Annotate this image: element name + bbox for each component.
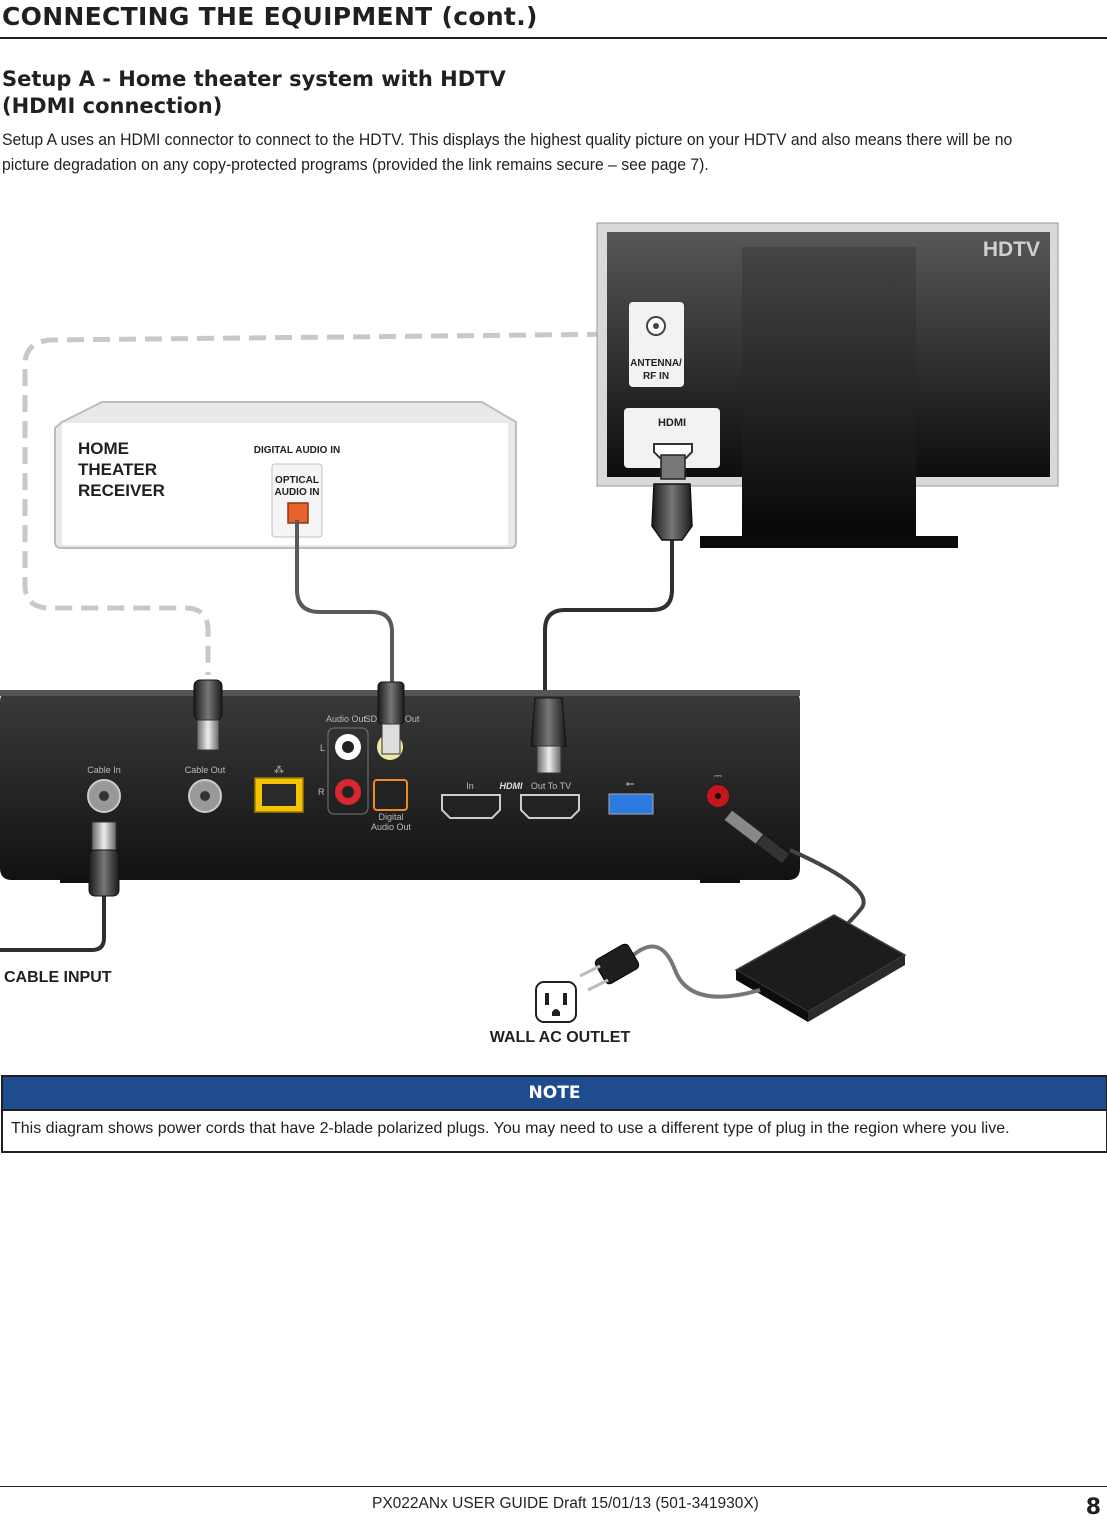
- usb-port: [608, 793, 654, 815]
- note-box: NOTE This diagram shows power cords that…: [1, 1075, 1107, 1153]
- page-number: 8: [1085, 1495, 1101, 1520]
- hdtv: HDTV ANTENNA/ RF IN HDMI: [596, 222, 1059, 548]
- ethernet-port-inner: [262, 784, 296, 806]
- wall-outlet-label: WALL AC OUTLET: [490, 1029, 631, 1046]
- wall-outlet: [535, 981, 577, 1023]
- digital-audio-out-port: [373, 779, 408, 811]
- receiver-label-1: HOME: [78, 439, 129, 458]
- optical-label-2: AUDIO IN: [275, 487, 320, 498]
- optical-cable: [295, 520, 394, 682]
- receiver-label-3: RECEIVER: [78, 481, 165, 500]
- dc-icon: ⎓: [714, 771, 722, 782]
- hdtv-label: HDTV: [983, 238, 1040, 261]
- dc-plug: [723, 809, 791, 865]
- hdmi-port-label: HDMI: [658, 417, 686, 429]
- coax-dashed-cable: [22, 331, 631, 675]
- setup-title-line1: Setup A - Home theater system with HDTV: [2, 67, 506, 91]
- cable-input-label: CABLE INPUT: [4, 969, 112, 986]
- cable-in-port-core: [99, 791, 109, 801]
- antenna-port-center: [653, 323, 659, 329]
- power-adapter: [734, 914, 907, 1022]
- hdtv-stand-base: [700, 536, 958, 548]
- digital-audio-in-label: DIGITAL AUDIO IN: [254, 445, 340, 456]
- setup-title-line2: (HDMI connection): [2, 94, 223, 118]
- note-heading: NOTE: [3, 1077, 1106, 1111]
- antenna-port-label-1: ANTENNA/: [630, 358, 682, 369]
- power-port-core: [715, 793, 721, 799]
- hdmi-plug-settop: [530, 697, 567, 774]
- footer-rule: [0, 1486, 1107, 1487]
- coax-plug-cable-out: [193, 679, 223, 751]
- intro-paragraph: Setup A uses an HDMI connector to connec…: [2, 131, 1013, 174]
- coax-plug-cable-in: [88, 821, 120, 897]
- connection-diagram: HDTV ANTENNA/ RF IN HDMI HOME THEATER RE…: [0, 222, 1059, 1046]
- top-rule: [0, 37, 1107, 39]
- optical-label-1: OPTICAL: [275, 475, 319, 486]
- hdmi-port-panel: [624, 408, 720, 468]
- optical-plug: [377, 681, 405, 755]
- home-theater-receiver: HOME THEATER RECEIVER DIGITAL AUDIO IN O…: [54, 401, 517, 549]
- cable-out-label: Cable Out: [185, 765, 226, 775]
- audio-left-label: L: [320, 743, 325, 753]
- hdmi-out-port: [520, 794, 580, 819]
- note-text: This diagram shows power cords that have…: [11, 1120, 1010, 1137]
- hdmi-in-port: [441, 794, 501, 819]
- ac-power-cord: [628, 944, 761, 999]
- audio-right-port-core: [342, 786, 354, 798]
- digital-audio-out-label-2: Audio Out: [371, 822, 412, 832]
- cable-out-port-core: [200, 791, 210, 801]
- ethernet-icon: ⁂: [274, 764, 284, 776]
- audio-left-port-core: [342, 741, 354, 753]
- footer-doc-info: PX022ANx USER GUIDE Draft 15/01/13 (501-…: [372, 1495, 759, 1512]
- usb-icon: ⭠: [626, 777, 635, 790]
- hdtv-stand: [742, 247, 916, 547]
- setup-title: Setup A - Home theater system with HDTV …: [2, 66, 506, 120]
- hdmi-out-label: Out To TV: [531, 781, 571, 791]
- cable-in-label: Cable In: [87, 765, 121, 775]
- ac-plug: [579, 943, 640, 992]
- section-title: CONNECTING THE EQUIPMENT (cont.): [2, 2, 538, 31]
- audio-out-label: Audio Out: [326, 714, 367, 724]
- audio-right-label: R: [318, 787, 325, 797]
- hdmi-in-label: In: [466, 781, 474, 791]
- hdmi-plug-top: [651, 454, 693, 541]
- cable-input-cable: [0, 890, 106, 952]
- hdmi-cable: [543, 540, 674, 690]
- antenna-port-label-2: RF IN: [643, 371, 669, 382]
- hdmi-logo: HDMI: [500, 781, 523, 791]
- receiver-label-2: THEATER: [78, 460, 157, 479]
- settop-foot-right: [700, 878, 740, 883]
- digital-audio-out-label-1: Digital: [378, 812, 403, 822]
- settop-foot-left: [60, 878, 100, 883]
- audio-out-bracket: [327, 727, 369, 815]
- antenna-port-panel: [629, 302, 684, 387]
